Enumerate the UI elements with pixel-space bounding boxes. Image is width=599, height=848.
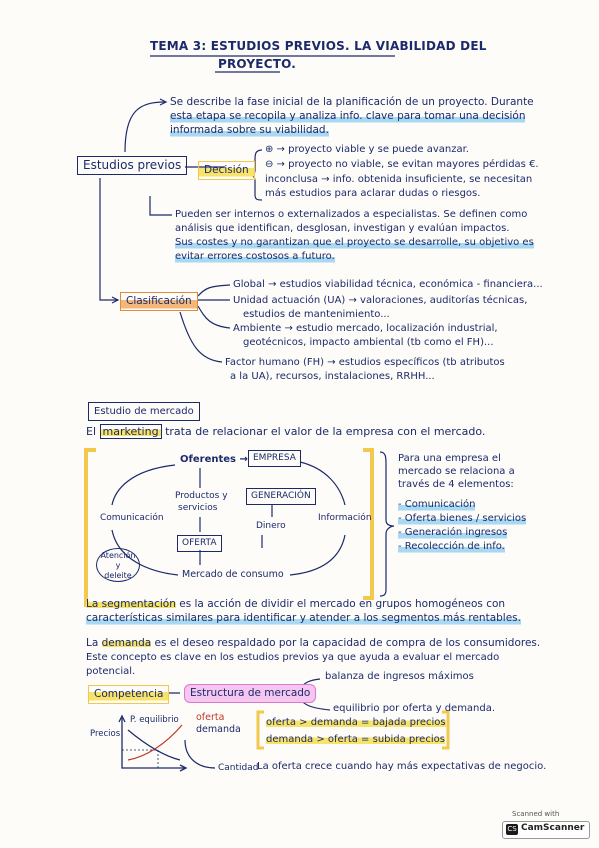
side-item-4: - Recolección de info.	[398, 540, 505, 553]
rule-demanda-oferta: demanda > oferta = subida precios	[266, 733, 445, 746]
page-title: TEMA 3: ESTUDIOS PREVIOS. LA VIABILIDAD …	[150, 39, 487, 53]
ext-line-4: evitar errores costosos a futuro.	[175, 250, 335, 263]
marketing-post: trata de relacionar el valor de la empre…	[165, 425, 486, 438]
clasif-ua-cont: estudios de mantenimiento...	[243, 309, 390, 320]
segmentacion-line-2: características similares para identific…	[86, 612, 521, 625]
demanda-curve-label: demanda	[196, 724, 241, 735]
servicios-label: servicios	[178, 503, 218, 513]
clasificacion-label: Clasificación	[120, 292, 198, 311]
generacion-box: GENERACIÓN	[246, 488, 316, 505]
decision-inconclusive-cont: más estudios para aclarar dudas o riesgo…	[265, 188, 481, 199]
productos-label: Productos y	[175, 491, 228, 501]
p-equilibrio-label: P. equilibrio	[130, 715, 179, 725]
segmentacion-word: La segmentación	[86, 598, 176, 610]
estructura-mercado-box: Estructura de mercado	[184, 684, 317, 703]
clasif-ambiente-cont: geotécnicos, impacto ambiental (tb como …	[243, 337, 494, 348]
segmentacion-def: es la acción de dividir el mercado en gr…	[179, 598, 506, 610]
camscanner-logo-icon: CS	[506, 824, 518, 835]
segmentacion-line-1: La segmentación es la acción de dividir …	[86, 598, 505, 611]
equilibrio-label: equilibrio por oferta y demanda.	[333, 703, 496, 714]
balanza-label: balanza de ingresos máximos	[325, 671, 474, 682]
demanda-line-2: Este concepto es clave en los estudios p…	[86, 652, 500, 663]
precios-axis-label: Precios	[90, 729, 121, 739]
demanda-line-3: potencial.	[86, 666, 136, 677]
camscanner-brand: CamScanner	[521, 823, 585, 833]
comunicacion-label: Comunicación	[100, 513, 164, 523]
ext-line-3: Sus costes y no garantizan que el proyec…	[175, 236, 534, 249]
side-item-2: - Oferta bienes / servicios	[398, 512, 527, 525]
decision-label: Decisión	[198, 161, 255, 180]
marketing-word: marketing	[99, 424, 162, 439]
deleite-label: deleite	[104, 571, 132, 580]
atencion-label: Atención	[100, 551, 136, 560]
side-line-3: través de 4 elementos:	[398, 479, 514, 490]
page-title-cont: PROYECTO.	[218, 57, 296, 71]
clasif-fh: Factor humano (FH) → estudios específico…	[225, 357, 505, 368]
ext-line-2: análisis que identifican, desglosan, inv…	[175, 223, 510, 234]
cantidad-axis-label: Cantidad	[218, 763, 259, 773]
demanda-def: es el deseo respaldado por la capacidad …	[154, 637, 541, 649]
marketing-sentence: El marketing trata de relacionar el valo…	[86, 424, 486, 439]
oferta-curve-label: oferta	[196, 712, 225, 723]
side-line-1: Para una empresa el	[398, 453, 501, 464]
desc-line-2: esta etapa se recopila y analiza info. c…	[170, 110, 526, 123]
dinero-label: Dinero	[256, 521, 286, 531]
scanned-with-label: Scanned with	[512, 810, 560, 818]
desc-line-3: informada sobre su viabilidad.	[170, 124, 329, 137]
estudios-previos-box: Estudios previos	[77, 156, 188, 175]
rule-oferta-demanda: oferta > demanda = bajada precios	[266, 716, 446, 729]
oferta-box: OFERTA	[177, 535, 222, 552]
ext-line-1: Pueden ser internos o externalizados a e…	[175, 209, 528, 220]
oferentes-label: Oferentes →	[180, 454, 248, 465]
empresa-box: EMPRESA	[248, 450, 301, 467]
demanda-line-1: La demanda es el deseo respaldado por la…	[86, 637, 540, 650]
competencia-label: Competencia	[88, 685, 170, 704]
informacion-label: Información	[318, 513, 372, 523]
clasif-global: Global → estudios viabilidad técnica, ec…	[233, 279, 543, 290]
decision-positive: ⊕ → proyecto viable y se puede avanzar.	[265, 144, 469, 155]
clasif-ambiente: Ambiente → estudio mercado, localización…	[233, 323, 498, 334]
camscanner-badge: CS CamScanner	[502, 821, 590, 839]
clasif-ua: Unidad actuación (UA) → valoraciones, au…	[233, 295, 528, 306]
decision-inconclusive: inconclusa → info. obtenida insuficiente…	[265, 174, 533, 185]
marketing-pre: El	[86, 425, 97, 438]
oferta-crece-note: La oferta crece cuando hay más expectati…	[257, 761, 547, 772]
desc-line-1: Se describe la fase inicial de la planif…	[170, 96, 534, 108]
atencion-deleite-circle: Atención y deleite	[96, 548, 140, 582]
side-item-3: - Generación ingresos	[398, 526, 508, 539]
decision-negative: ⊖ → proyecto no viable, se evitan mayore…	[265, 159, 539, 170]
atencion-y: y	[115, 561, 121, 570]
mercado-consumo-label: Mercado de consumo	[182, 569, 284, 580]
demanda-word: demanda	[101, 637, 152, 649]
side-item-1: - Comunicación	[398, 498, 476, 511]
estudio-mercado-box: Estudio de mercado	[88, 402, 200, 421]
clasif-fh-cont: a la UA), recursos, instalaciones, RRHH.…	[230, 371, 435, 382]
demanda-pre: La	[86, 637, 99, 649]
side-line-2: mercado se relaciona a	[398, 466, 515, 477]
